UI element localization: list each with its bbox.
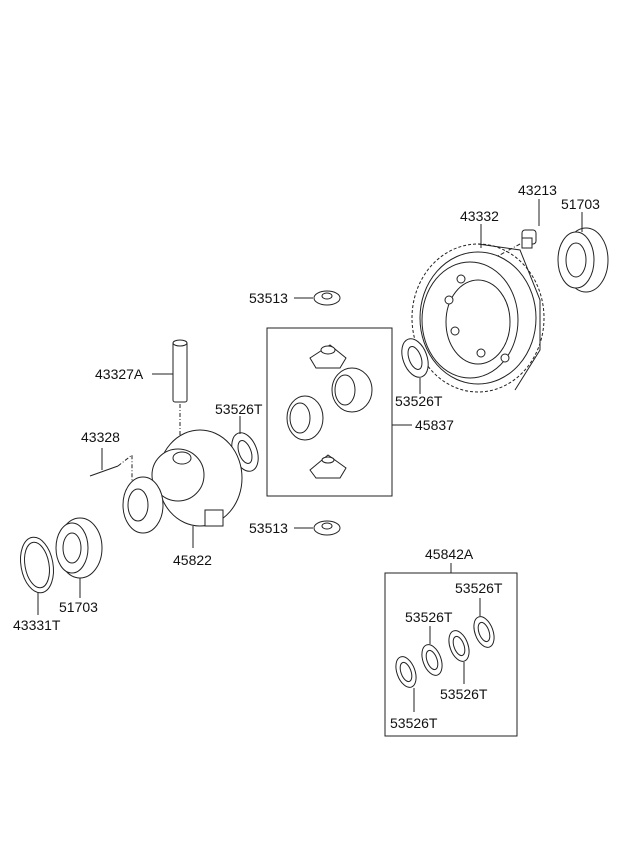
label-53513-top[interactable]: 53513 (249, 290, 288, 306)
label-kit-53526T-3[interactable]: 53526T (440, 686, 488, 702)
label-43327A[interactable]: 43327A (95, 366, 144, 382)
washer-43331T[interactable] (16, 535, 57, 596)
bolt-43213[interactable] (521, 229, 537, 249)
ring-gear-43332[interactable] (411, 243, 545, 393)
pin-43328[interactable] (89, 465, 119, 477)
bearing-51703-top[interactable] (557, 227, 609, 293)
differential-case-45822[interactable] (122, 429, 243, 534)
kit-washer-3[interactable] (445, 628, 473, 664)
washer-53526T-right[interactable] (397, 335, 433, 381)
label-43213[interactable]: 43213 (518, 182, 557, 198)
label-43331T[interactable]: 43331T (13, 617, 61, 633)
label-43332[interactable]: 43332 (460, 208, 499, 224)
label-45822[interactable]: 45822 (173, 552, 212, 568)
label-45842A[interactable]: 45842A (425, 546, 474, 562)
pinion-gear-set-45837[interactable] (286, 344, 373, 479)
label-43328[interactable]: 43328 (81, 429, 120, 445)
label-kit-53526T-4[interactable]: 53526T (455, 580, 503, 596)
kit-washer-2[interactable] (418, 642, 446, 678)
label-51703-bottom[interactable]: 51703 (59, 599, 98, 615)
label-kit-53526T-1[interactable]: 53526T (390, 715, 438, 731)
label-kit-53526T-2[interactable]: 53526T (405, 609, 453, 625)
label-51703-top[interactable]: 51703 (561, 196, 600, 212)
kit-washer-1[interactable] (392, 654, 420, 690)
label-53526T-right[interactable]: 53526T (395, 393, 443, 409)
label-53513-bottom[interactable]: 53513 (249, 520, 288, 536)
shaft-43327A[interactable] (172, 339, 188, 403)
box-45837 (266, 327, 393, 497)
kit-washer-4[interactable] (470, 614, 498, 650)
bearing-51703-bottom[interactable] (55, 517, 103, 579)
label-45837[interactable]: 45837 (415, 417, 454, 433)
label-53526T-left[interactable]: 53526T (215, 401, 263, 417)
box-45842A (384, 572, 518, 737)
